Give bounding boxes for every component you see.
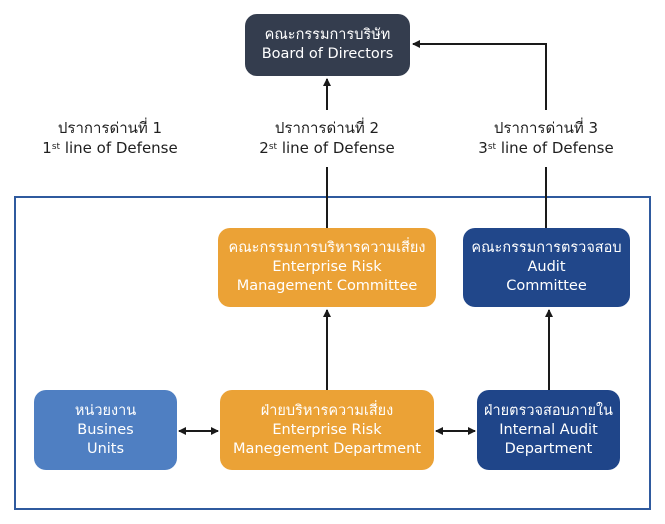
business-units-english-1: Busines [77, 421, 134, 438]
internal-audit-english-2: Department [504, 440, 593, 457]
line-3-thai: ปราการด่านที่ 3 [493, 119, 599, 137]
business-units-english-2: Units [86, 440, 125, 457]
business-units-node: หน่วยงาน Busines Units [34, 390, 177, 470]
audit-committee-thai: คณะกรรมการตรวจสอบ [471, 240, 622, 256]
board-thai-label: คณะกรรมการบริษัท [264, 27, 391, 43]
line-of-defense-1-label: ปราการด่านที่ 1 1st line of Defense [20, 118, 200, 158]
audit-committee-node: คณะกรรมการตรวจสอบ Audit Committee [463, 228, 630, 307]
erm-committee-thai: คณะกรรมการบริหารความเสี่ยง [228, 240, 426, 256]
audit-committee-english-2: Committee [506, 278, 587, 294]
board-of-directors-node: คณะกรรมการบริษัท Board of Directors [245, 14, 410, 76]
erm-department-english-1: Enterprise Risk [272, 421, 382, 438]
line-2-english: 2st line of Defense [259, 139, 395, 157]
line-1-thai: ปราการด่านที่ 1 [57, 119, 163, 137]
board-english-label: Board of Directors [261, 46, 394, 62]
audit-committee-english-1: Audit [527, 259, 566, 275]
erm-department-english-2: Manegement Department [233, 440, 421, 457]
erm-committee-english-1: Enterprise Risk [272, 259, 382, 275]
line-of-defense-3-label: ปราการด่านที่ 3 3st line of Defense [456, 118, 636, 158]
line-3-english: 3st line of Defense [478, 139, 614, 157]
business-units-thai: หน่วยงาน [74, 402, 137, 419]
line-of-defense-2-label: ปราการด่านที่ 2 2st line of Defense [237, 118, 417, 158]
internal-audit-node: ฝ่ายตรวจสอบภายใน Internal Audit Departme… [477, 390, 620, 470]
internal-audit-english-1: Internal Audit [499, 421, 598, 438]
erm-committee-english-2: Management Committee [236, 278, 418, 294]
internal-audit-thai: ฝ่ายตรวจสอบภายใน [484, 402, 613, 419]
organization-frame [14, 196, 651, 510]
erm-department-node: ฝ่ายบริหารความเสี่ยง Enterprise Risk Man… [220, 390, 434, 470]
erm-committee-node: คณะกรรมการบริหารความเสี่ยง Enterprise Ri… [218, 228, 436, 307]
erm-department-thai: ฝ่ายบริหารความเสี่ยง [260, 402, 394, 419]
line-2-thai: ปราการด่านที่ 2 [274, 119, 380, 137]
arrow-line3-to-board [412, 40, 547, 110]
line-1-english: 1st line of Defense [42, 139, 178, 157]
